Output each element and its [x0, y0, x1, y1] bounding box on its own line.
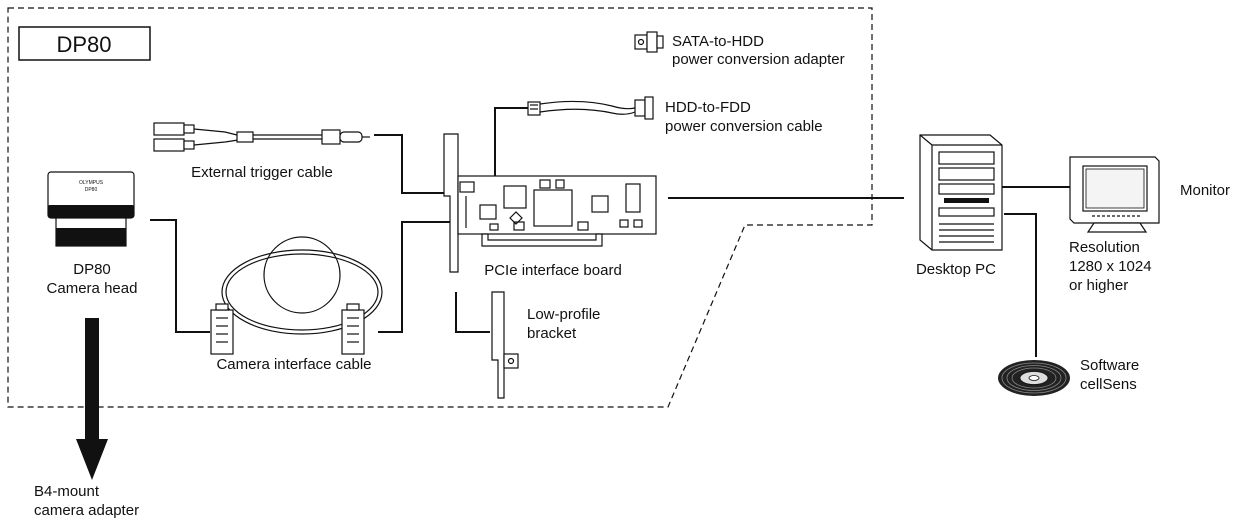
adapter-label-2: camera adapter [34, 502, 139, 519]
sata-adapter-label-2: power conversion adapter [672, 51, 845, 68]
camera-head-label-2: Camera head [47, 280, 138, 297]
sata-adapter-icon [634, 31, 664, 53]
down-arrow-icon [76, 318, 108, 480]
bracket-label-2: bracket [527, 325, 577, 342]
pcie-board-label: PCIe interface board [484, 262, 622, 279]
power-cable-label-1: HDD-to-FDD [665, 99, 751, 116]
system-title: DP80 [56, 32, 111, 57]
adapter-label-1: B4-mount [34, 483, 100, 500]
bracket-icon [491, 291, 519, 399]
desktop-pc-label: Desktop PC [916, 261, 996, 278]
camera-head-label-1: DP80 [73, 261, 111, 278]
resolution-label-1: Resolution [1069, 239, 1140, 256]
monitor-icon [1069, 156, 1160, 233]
camera-head-icon: OLYMPUS DP80 [47, 171, 135, 247]
sata-adapter-label-1: SATA-to-HDD [672, 33, 764, 50]
bracket-label-1: Low-profile [527, 306, 600, 323]
cd-disc-icon [998, 360, 1070, 396]
interface-cable-icon [210, 236, 383, 355]
svg-text:OLYMPUS: OLYMPUS [79, 180, 104, 186]
svg-text:DP80: DP80 [85, 187, 98, 193]
system-boundary [7, 7, 873, 408]
system-title-box: DP80 [18, 26, 151, 61]
trigger-cable-icon [153, 122, 370, 152]
interface-cable-label: Camera interface cable [216, 356, 371, 373]
software-label-2: cellSens [1080, 376, 1137, 393]
desktop-pc-icon [919, 134, 1003, 251]
power-cable-icon [527, 96, 654, 120]
trigger-cable-label: External trigger cable [191, 164, 333, 181]
resolution-label-2: 1280 x 1024 [1069, 258, 1152, 275]
connection-lines [150, 107, 1070, 357]
monitor-label: Monitor [1180, 182, 1230, 199]
power-cable-label-2: power conversion cable [665, 118, 823, 135]
software-label-1: Software [1080, 357, 1139, 374]
resolution-label-3: or higher [1069, 277, 1128, 294]
pcie-board-icon [443, 133, 657, 273]
